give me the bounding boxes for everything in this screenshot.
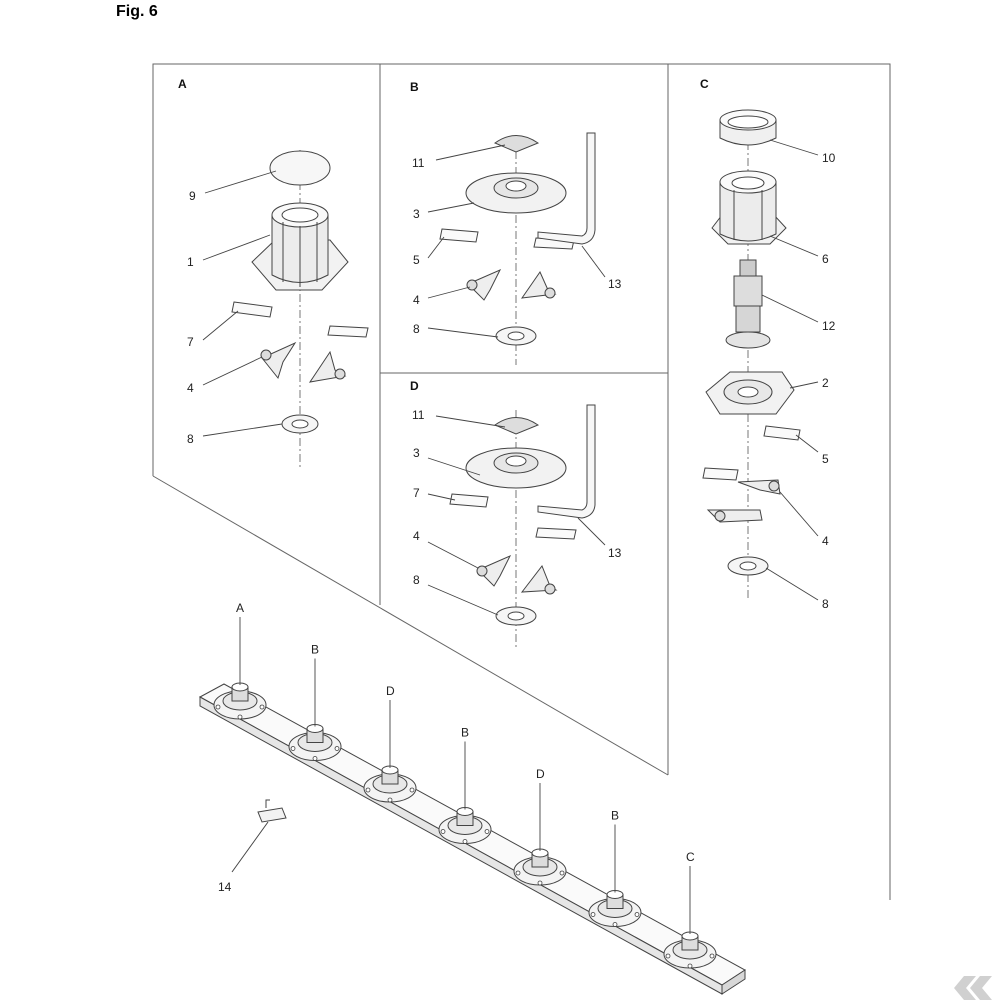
part-label: 13 [608, 277, 622, 291]
part-label: 4 [187, 381, 194, 395]
part-label: 14 [218, 880, 232, 894]
part-label: 3 [413, 446, 420, 460]
section-b-leaders [427, 144, 606, 338]
disc-position-label: C [686, 850, 695, 864]
disc-position-label: B [461, 726, 469, 740]
panel-frame [152, 63, 891, 900]
part-label: 7 [413, 486, 420, 500]
part-label: 10 [822, 151, 836, 165]
section-c-leaders [761, 139, 819, 601]
part-label: 5 [822, 452, 829, 466]
part-14-clip [231, 799, 287, 873]
part-label: 12 [822, 319, 836, 333]
part-label: 2 [822, 376, 829, 390]
section-a-leaders [202, 170, 283, 437]
disc-position-label: D [386, 684, 395, 698]
part-label: 6 [822, 252, 829, 266]
disc-position-label: B [611, 809, 619, 823]
section-label-b: B [410, 80, 419, 94]
part-label: 4 [413, 529, 420, 543]
section-label-d: D [410, 379, 419, 393]
section-c-parts [702, 109, 801, 600]
part-label: 4 [822, 534, 829, 548]
section-d-parts [449, 404, 596, 650]
section-b-parts [439, 132, 596, 365]
kramp-k-logo [954, 976, 992, 1000]
part-label: 3 [413, 207, 420, 221]
part-label: 8 [187, 432, 194, 446]
part-label: 5 [413, 253, 420, 267]
figure-title: Fig. 6 [116, 3, 158, 20]
section-label-a: A [178, 77, 187, 91]
section-d-leaders [427, 415, 606, 616]
disc-position-label: B [311, 643, 319, 657]
section-a-parts [231, 150, 369, 470]
disc-position-label: D [536, 767, 545, 781]
disc-position-label: A [236, 601, 244, 615]
part-label: 8 [413, 573, 420, 587]
part-label: 7 [187, 335, 194, 349]
part-label: 11 [412, 156, 425, 170]
part-label: 13 [608, 546, 622, 560]
part-label: 4 [413, 293, 420, 307]
bar-discs: A B D B D B C [213, 601, 717, 969]
part-label: 8 [413, 322, 420, 336]
section-label-c: C [700, 77, 709, 91]
part-label: 8 [822, 597, 829, 611]
part-label: 9 [189, 189, 196, 203]
part-label: 11 [412, 408, 425, 422]
part-label: 1 [187, 255, 194, 269]
